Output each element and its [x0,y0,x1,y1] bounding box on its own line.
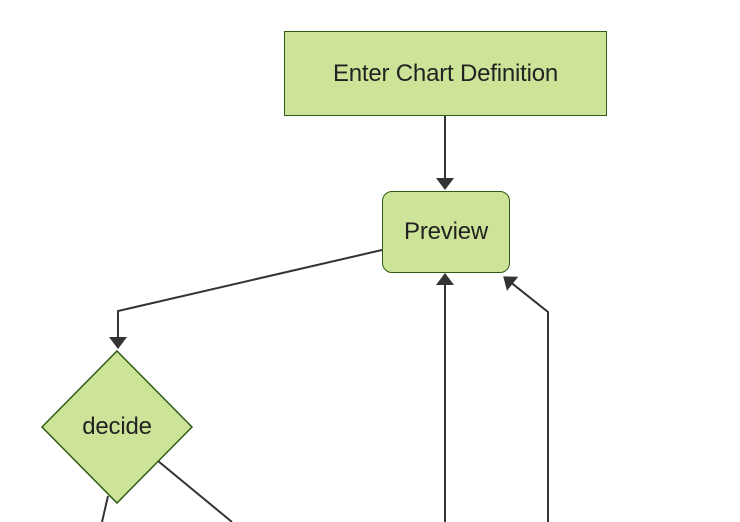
node-label-preview: Preview [404,218,488,245]
node-decide: decide [42,410,192,444]
edge-preview-to-decide [109,249,383,349]
decide-diamond-shape [40,349,194,505]
node-label-enter-chart-definition: Enter Chart Definition [332,59,559,87]
edge-decide-to-offscreen-left [101,495,109,522]
edge-offscreen-to-preview-corner [503,276,549,522]
node-label-decide: decide [82,413,152,440]
edge-decide-to-offscreen-right [157,460,233,522]
node-preview: Preview [382,191,510,273]
node-enter-chart-definition: Enter Chart Definition [284,31,607,116]
